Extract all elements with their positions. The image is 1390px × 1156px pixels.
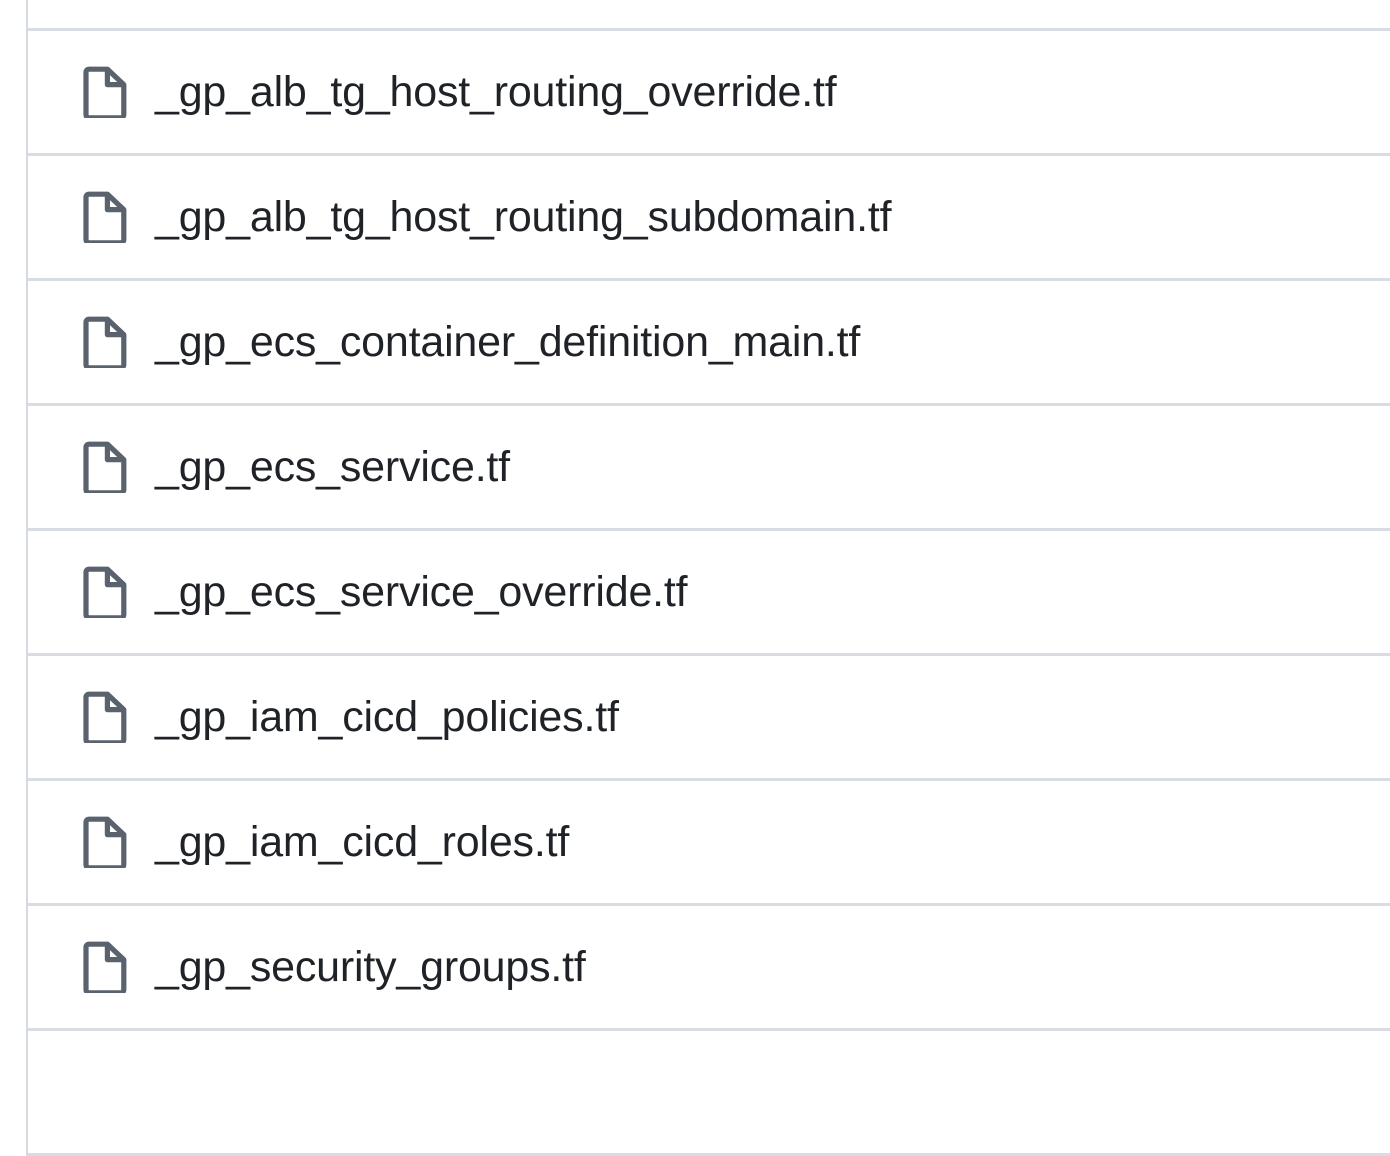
file-icon: [83, 66, 127, 118]
file-icon: [83, 816, 127, 868]
table-row[interactable]: _gp_alb_tg_host_routing_subdomain.tf: [28, 156, 1390, 281]
file-name[interactable]: _gp_iam_cicd_roles.tf: [155, 817, 570, 866]
file-icon: [83, 691, 127, 743]
table-row[interactable]: _gp_iam_cicd_roles.tf: [28, 781, 1390, 906]
file-name[interactable]: _gp_ecs_container_definition_main.tf: [155, 317, 861, 366]
table-row-partial-bottom[interactable]: [28, 1031, 1390, 1156]
file-name[interactable]: _gp_ecs_service_override.tf: [155, 567, 688, 616]
table-row[interactable]: _gp_security_groups.tf: [28, 906, 1390, 1031]
file-icon: [83, 566, 127, 618]
table-row-partial-top[interactable]: [28, 0, 1390, 31]
file-icon: [83, 316, 127, 368]
table-row[interactable]: _gp_alb_tg_host_routing_override.tf: [28, 31, 1390, 156]
file-icon: [83, 441, 127, 493]
table-row[interactable]: _gp_ecs_container_definition_main.tf: [28, 281, 1390, 406]
table-row[interactable]: _gp_ecs_service_override.tf: [28, 531, 1390, 656]
file-name[interactable]: _gp_alb_tg_host_routing_override.tf: [155, 67, 837, 116]
table-row[interactable]: _gp_iam_cicd_policies.tf: [28, 656, 1390, 781]
file-name[interactable]: _gp_iam_cicd_policies.tf: [155, 692, 619, 741]
file-list-table: _gp_alb_tg_host_routing_override.tf _gp_…: [26, 0, 1390, 1156]
file-name[interactable]: _gp_ecs_service.tf: [155, 442, 510, 491]
file-icon: [83, 941, 127, 993]
table-row[interactable]: _gp_ecs_service.tf: [28, 406, 1390, 531]
file-name[interactable]: _gp_alb_tg_host_routing_subdomain.tf: [155, 192, 892, 241]
file-icon: [83, 191, 127, 243]
file-name[interactable]: _gp_security_groups.tf: [155, 942, 586, 991]
